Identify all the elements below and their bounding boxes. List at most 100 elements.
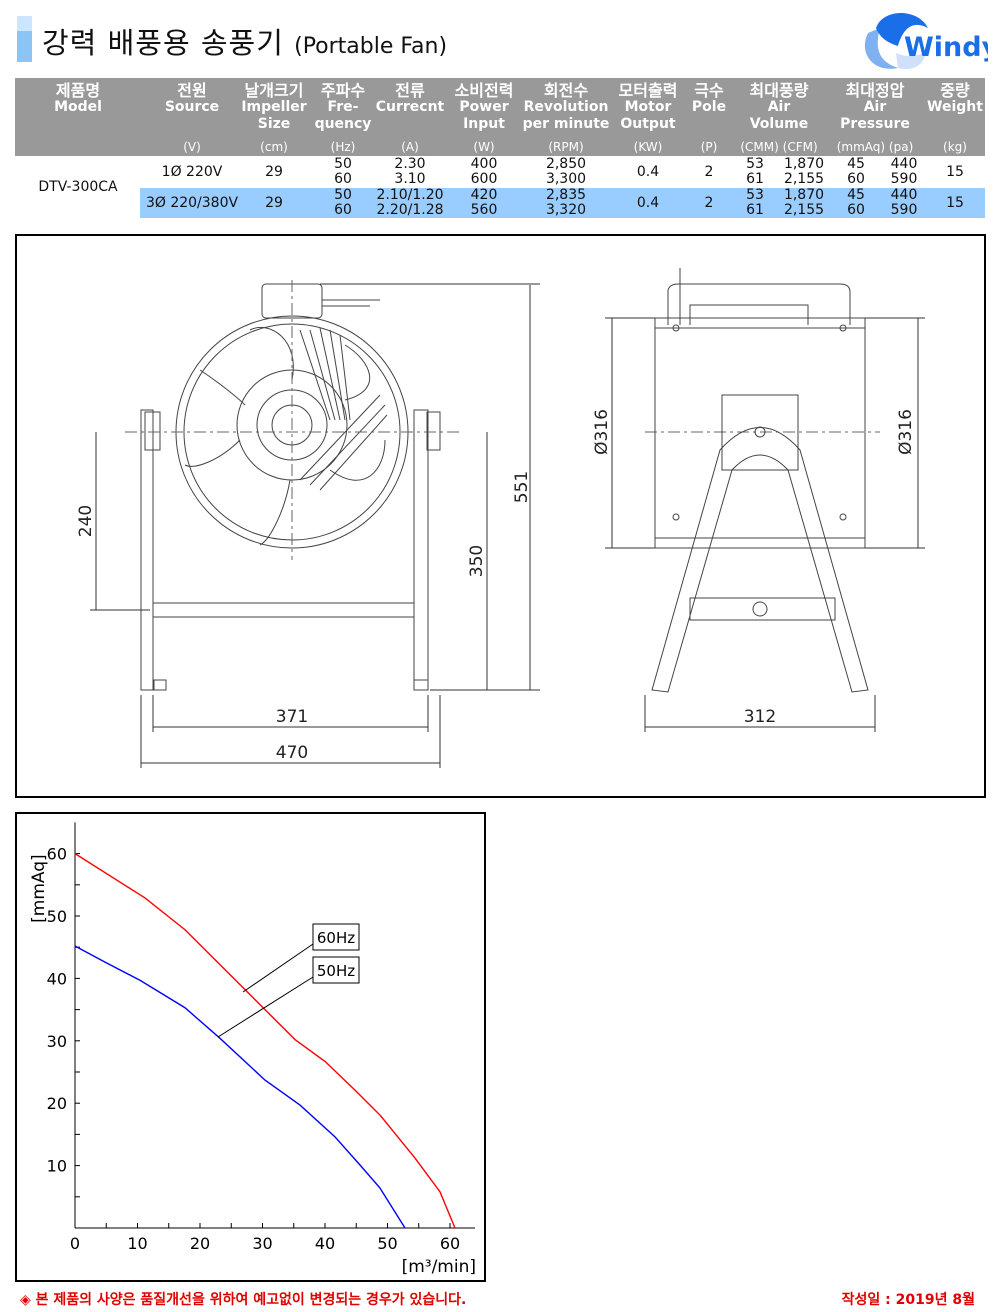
cell-cfm: 2,155 — [783, 171, 825, 187]
cell-weight: 15 — [946, 164, 964, 180]
y-tick-label: 50 — [47, 907, 67, 926]
cell-power: 560 — [470, 202, 498, 218]
cell-hz: 50 — [334, 187, 352, 203]
dimension-drawing: 551 350 240 371 470 Ø316 Ø316 312 — [76, 268, 925, 768]
cell-cfm: 1,870 — [783, 156, 825, 172]
column-header-ko: 소비전력 — [454, 81, 514, 100]
column-header-ko: 중량 — [940, 81, 970, 100]
cell-hz: 50 — [334, 156, 352, 172]
cell-rpm: 3,320 — [545, 202, 587, 218]
x-tick-label: 50 — [377, 1234, 397, 1253]
column-header-ko: 날개크기 — [244, 81, 304, 100]
date-text: 작성일 : 2019년 8월 — [841, 1292, 975, 1308]
column-unit: (V) — [183, 140, 201, 154]
cell-power: 600 — [470, 171, 498, 187]
cell-motor: 0.4 — [636, 164, 660, 180]
x-tick-label: 60 — [440, 1234, 460, 1253]
dimension-drawing-frame — [15, 234, 986, 798]
x-tick-label: 30 — [252, 1234, 272, 1253]
cell-current: 2.30 — [394, 156, 426, 172]
column-header-en: Weight — [927, 99, 983, 115]
cell-motor: 0.4 — [636, 195, 660, 211]
legend-leader — [242, 943, 314, 993]
column-header-en: Air — [767, 99, 791, 115]
column-header-en: Pressure — [840, 116, 910, 132]
table-header — [15, 78, 985, 156]
cell-mmaq: 60 — [847, 202, 865, 218]
cell-cmm: 61 — [746, 171, 764, 187]
dim-center: 350 — [467, 545, 487, 577]
column-header-en: Output — [620, 116, 676, 132]
column-header-en: Input — [463, 116, 505, 132]
legend-leader — [217, 976, 314, 1038]
cell-cmm: 53 — [746, 187, 764, 203]
cell-power: 420 — [470, 187, 498, 203]
title-accent — [17, 31, 32, 62]
cell-current: 3.10 — [394, 171, 426, 187]
cell-pa: 590 — [890, 171, 918, 187]
column-header-en: Revolution — [523, 99, 609, 115]
legend-box — [312, 923, 360, 951]
title-accent — [17, 16, 32, 31]
title-english: (Portable Fan) — [294, 34, 448, 59]
x-axis-label: [m³/min] — [402, 1257, 476, 1277]
column-unit: (cm) — [260, 140, 288, 154]
column-header-en: per minute — [522, 116, 610, 132]
cell-cfm: 2,155 — [783, 202, 825, 218]
page-title: 강력 배풍용 송풍기 (Portable Fan) — [42, 20, 447, 62]
x-tick-label: 20 — [190, 1234, 210, 1253]
y-tick-label: 20 — [47, 1094, 67, 1113]
column-header-en: quency — [314, 116, 372, 132]
x-tick-label: 40 — [315, 1234, 335, 1253]
column-unit: (mmAq) (pa) — [836, 140, 914, 154]
column-unit: (W) — [473, 140, 495, 154]
y-tick-label: 40 — [47, 969, 67, 988]
column-header-ko: 최대풍량 — [749, 81, 809, 100]
series-line-60Hz — [74, 853, 456, 1229]
cell-pa: 590 — [890, 202, 918, 218]
column-header-en: Motor — [624, 99, 672, 115]
column-header-en: Power — [459, 99, 509, 115]
x-tick-label: 10 — [127, 1234, 147, 1253]
cell-rpm: 2,835 — [545, 187, 587, 203]
cell-rpm: 2,850 — [545, 156, 587, 172]
cell-weight: 15 — [946, 195, 964, 211]
column-header-en: Source — [164, 99, 220, 115]
cell-current: 2.20/1.28 — [376, 202, 444, 218]
column-header-ko: 전류 — [395, 81, 425, 100]
column-unit: (KW) — [633, 140, 663, 154]
y-tick-label: 30 — [47, 1032, 67, 1051]
cell-impeller: 29 — [265, 164, 283, 180]
column-header-en: Pole — [691, 99, 727, 115]
cell-pa: 440 — [890, 187, 918, 203]
cell-source: 3Ø 220/380V — [145, 195, 239, 211]
column-unit: (CMM) (CFM) — [740, 140, 818, 154]
performance-chart-frame — [15, 812, 486, 1282]
column-header-en: Size — [257, 116, 291, 132]
dim-mount: 240 — [76, 505, 96, 537]
y-tick-label: 60 — [47, 845, 67, 864]
dim-inner-width: 371 — [276, 707, 308, 727]
dimension-lines — [90, 283, 925, 768]
column-header-en: Fre- — [327, 99, 359, 115]
cell-power: 400 — [470, 156, 498, 172]
dim-height: 551 — [512, 471, 532, 503]
front-view — [140, 283, 441, 691]
column-unit: (A) — [401, 140, 419, 154]
column-header-en: Impeller — [241, 99, 307, 115]
cell-cmm: 61 — [746, 202, 764, 218]
cell-mmaq: 60 — [847, 171, 865, 187]
column-header-ko: 극수 — [694, 81, 724, 100]
cell-source: 1Ø 220V — [161, 164, 223, 180]
cell-pole: 2 — [704, 164, 714, 180]
cell-hz: 60 — [334, 202, 352, 218]
column-header-en: Currecnt — [375, 99, 445, 115]
legend-label: 60Hz — [317, 929, 355, 947]
notice-text: ◈ 본 제품의 사양은 품질개선을 위하여 예고없이 변경되는 경우가 있습니다… — [20, 1292, 467, 1308]
